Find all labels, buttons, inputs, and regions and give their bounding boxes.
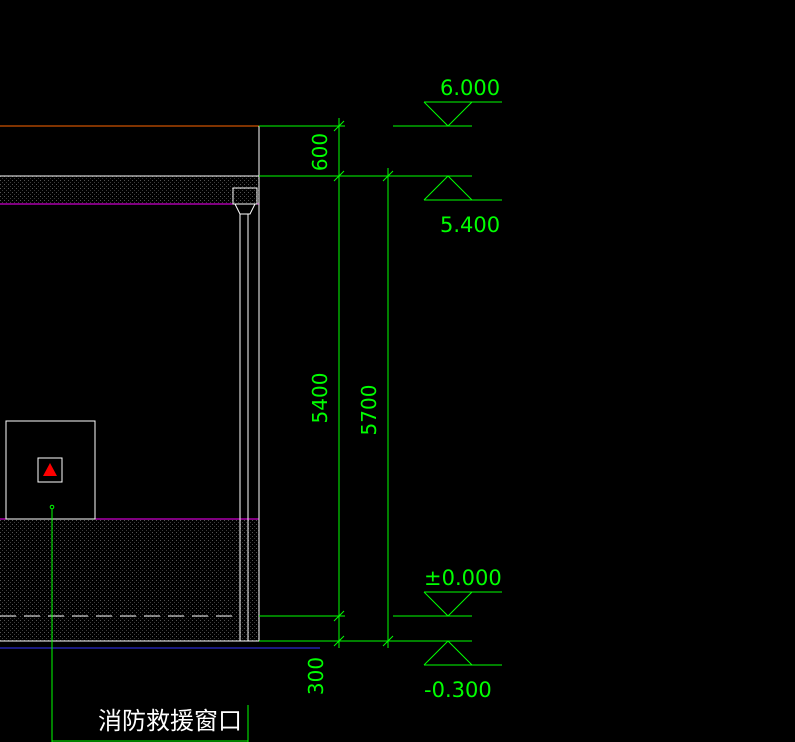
dim-floor-height: 5400: [308, 373, 332, 424]
elevation-roof-top: 6.000: [440, 76, 500, 100]
elevation-mark-roof-slab: [393, 175, 502, 201]
elevation-roof-slab: 5.400: [440, 213, 500, 237]
rainwater-head: [232, 187, 258, 205]
leader-dot: [49, 504, 55, 510]
elevation-mark-roof-top: [393, 101, 502, 127]
roof-slab-hatch: [0, 176, 259, 204]
rainwater-head-funnel: [234, 203, 256, 215]
dim-parapet-height: 600: [308, 133, 332, 171]
dim-total-height: 5700: [357, 385, 381, 436]
elevation-exterior-grade: -0.300: [424, 678, 492, 702]
dimension-chain-inner: [259, 118, 345, 648]
dim-plinth-height: 300: [304, 657, 328, 695]
fire-rescue-triangle-icon: [43, 463, 57, 476]
rescue-window-label: 消防救援窗口: [98, 707, 242, 735]
rescue-marker-box: [37, 457, 63, 483]
dimension-total: [330, 168, 395, 648]
rescue-window: [5, 420, 96, 520]
floor-slab-hatch: [0, 519, 259, 641]
elevation-ground-floor: ±0.000: [424, 566, 502, 590]
elevation-mark-exterior-grade: [393, 640, 502, 666]
elevation-mark-ground-floor: [393, 591, 502, 617]
downpipe: [239, 213, 249, 642]
